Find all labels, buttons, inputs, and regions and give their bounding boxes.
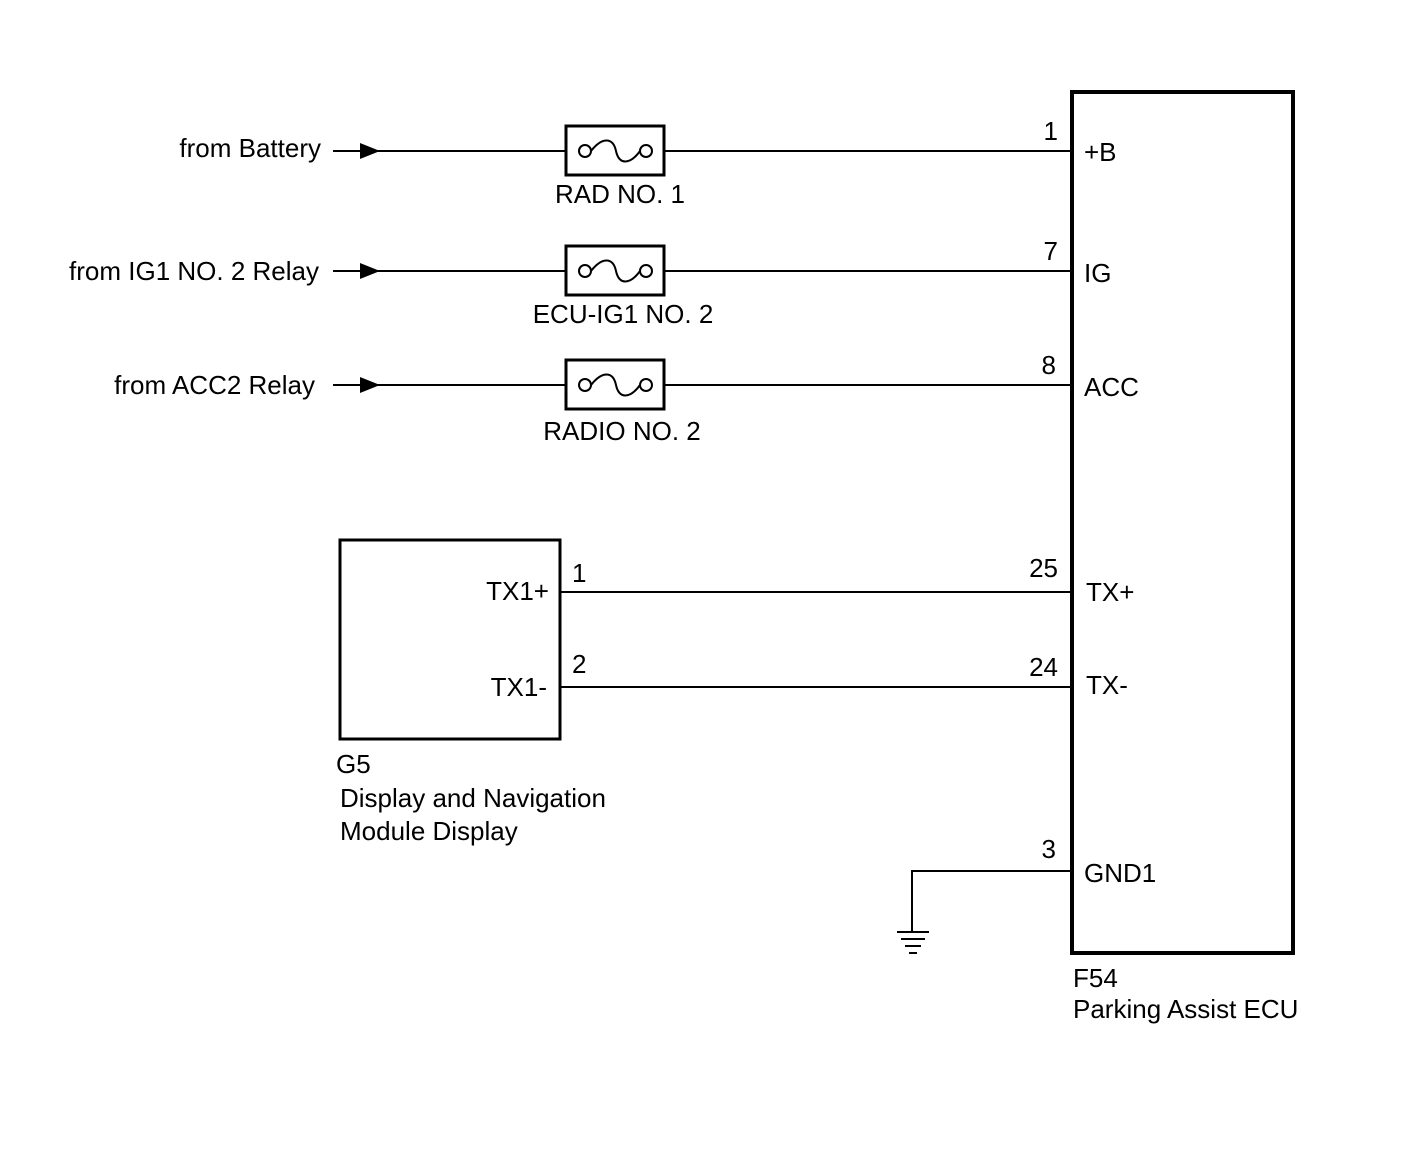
ecu-terminal-txm-label: TX- (1086, 670, 1128, 700)
ecu-terminal-acc-label: ACC (1084, 372, 1139, 402)
display-name-line1: Display and Navigation (340, 783, 606, 813)
ecu-terminal-b-label: +B (1084, 137, 1117, 167)
ecu-pin-acc-number: 8 (1042, 350, 1056, 380)
fuse-icon (564, 244, 666, 297)
arrow-icon (360, 263, 380, 279)
display-name-line2: Module Display (340, 816, 518, 846)
display-module-box (338, 538, 562, 741)
fuse-ecu-ig1-label: ECU-IG1 NO. 2 (533, 299, 714, 329)
display-pin-tx1p-number: 1 (572, 558, 586, 588)
arrow-icon (360, 143, 380, 159)
ecu-terminal-gnd-label: GND1 (1084, 858, 1156, 888)
ecu-pin-txp-number: 25 (1029, 553, 1058, 583)
ecu-pin-gnd-number: 3 (1042, 834, 1056, 864)
source-ig1-label: from IG1 NO. 2 Relay (69, 256, 319, 286)
arrow-icon (360, 377, 380, 393)
source-acc2-label: from ACC2 Relay (114, 370, 315, 400)
ecu-terminal-ig-label: IG (1084, 258, 1111, 288)
ground-icon (897, 931, 929, 954)
source-battery-label: from Battery (179, 133, 321, 163)
ecu-pin-ig-number: 7 (1044, 236, 1058, 266)
display-code-label: G5 (336, 749, 371, 779)
fuse-rad1-label: RAD NO. 1 (555, 179, 685, 209)
display-terminal-tx1m-label: TX1- (491, 672, 547, 702)
fuse-radio2-label: RADIO NO. 2 (543, 416, 700, 446)
ecu-code-label: F54 (1073, 963, 1118, 993)
parking-assist-ecu-box (1070, 90, 1295, 955)
ecu-name-label: Parking Assist ECU (1073, 994, 1298, 1024)
ecu-pin-txm-number: 24 (1029, 652, 1058, 682)
fuse-icon (564, 358, 666, 411)
fuse-icon (564, 124, 666, 177)
display-terminal-tx1p-label: TX1+ (486, 576, 549, 606)
display-pin-tx1m-number: 2 (572, 649, 586, 679)
ecu-pin-b-number: 1 (1044, 116, 1058, 146)
ecu-terminal-txp-label: TX+ (1086, 577, 1134, 607)
